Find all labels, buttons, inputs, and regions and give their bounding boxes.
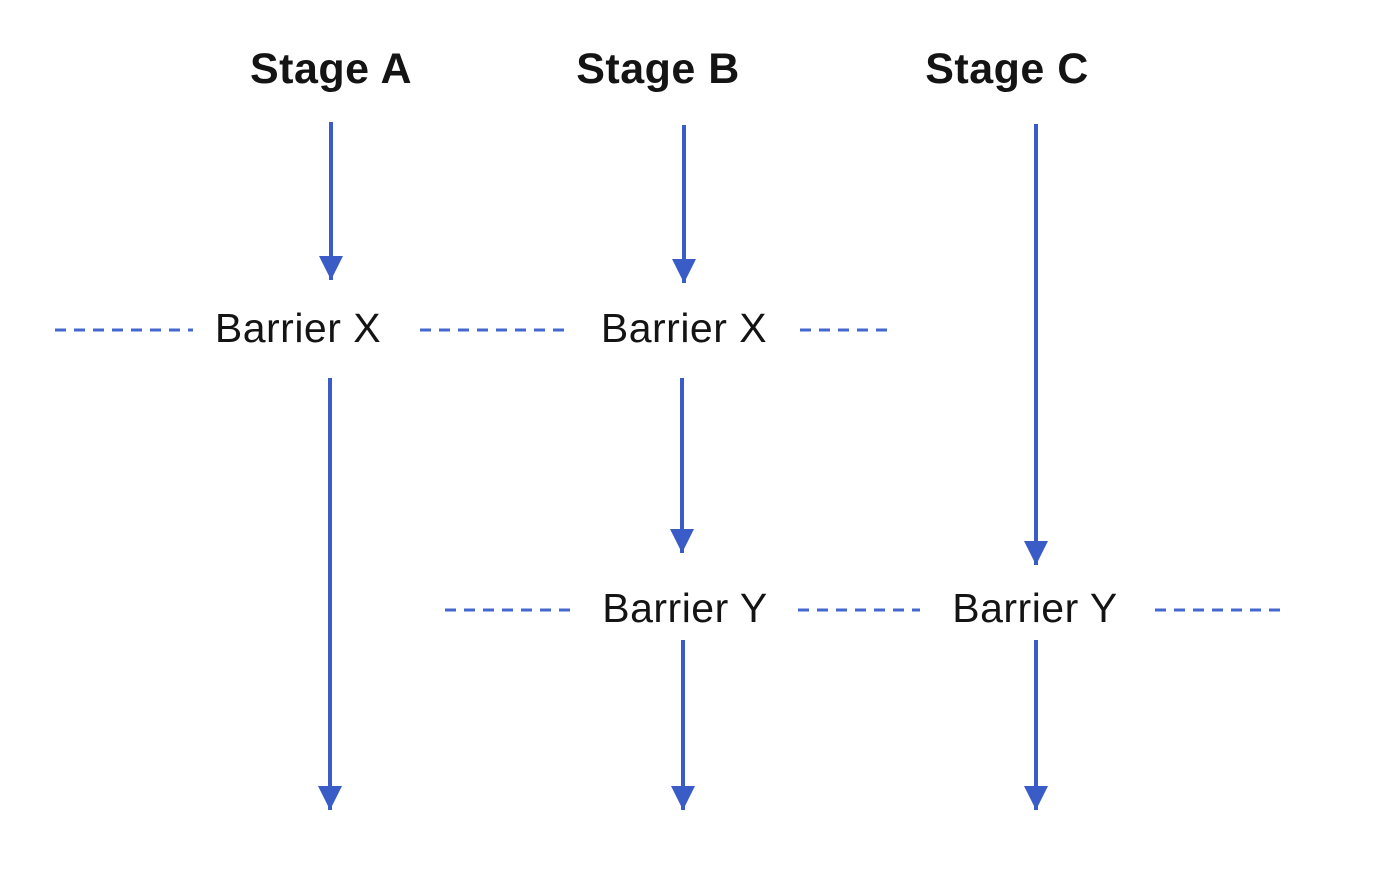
barrier-x-label-2: Barrier X [600, 305, 768, 351]
barrier-y-label-2: Barrier Y [952, 585, 1118, 631]
stage-b-label: Stage B [576, 45, 740, 93]
stage-a-label: Stage A [250, 45, 412, 93]
barrier-y-label-1: Barrier Y [602, 585, 768, 631]
barrier-x-label-1: Barrier X [214, 305, 382, 351]
stage-c-label: Stage C [925, 45, 1089, 93]
